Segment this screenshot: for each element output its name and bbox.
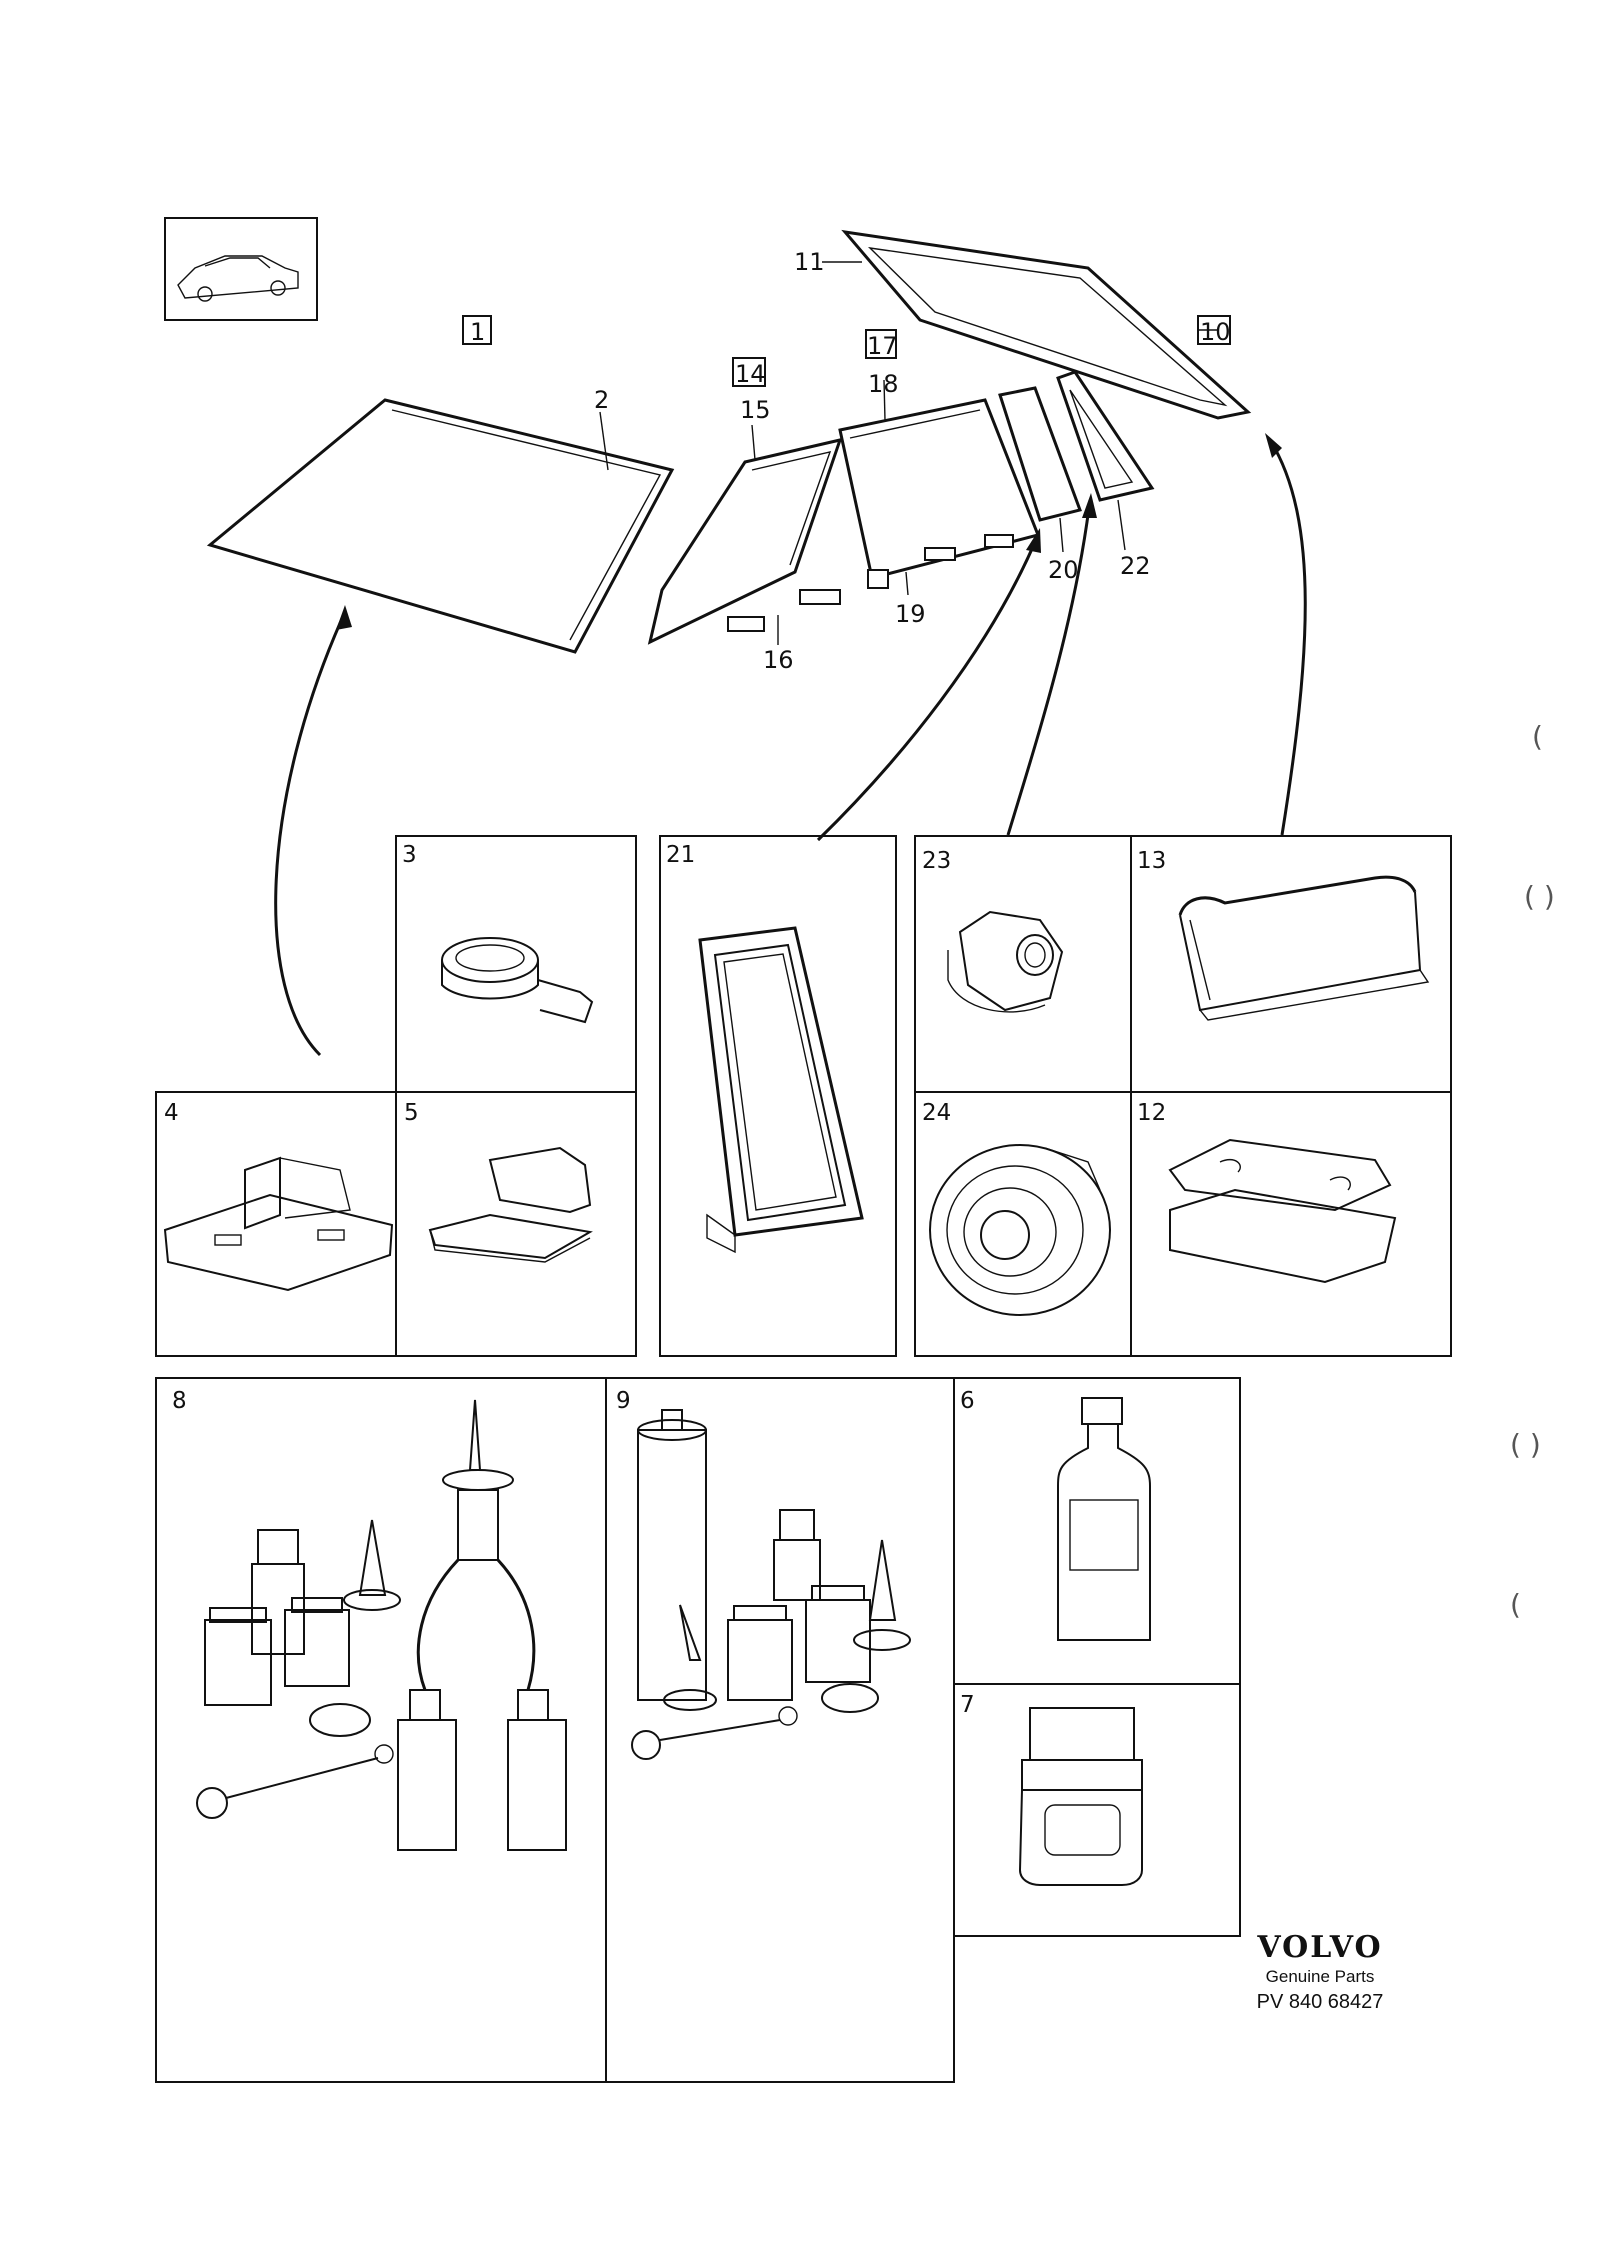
rear-door-glass	[838, 398, 1041, 589]
panel-grid-upper	[155, 835, 1452, 1357]
callout-16: 16	[763, 646, 794, 674]
bracket-drawing	[1168, 1138, 1397, 1284]
clip-bracket-drawing	[163, 1156, 394, 1292]
callout-labels: 2 11 15 16 18 19 20 22	[594, 248, 1151, 674]
panel-label-23: 23	[922, 848, 951, 874]
boxed-callout-10: 10	[1200, 318, 1231, 346]
arrows	[274, 433, 1307, 1057]
moulding-drawing	[1178, 875, 1430, 1021]
margin-mark: ( )	[1510, 1428, 1541, 1461]
panel-grid-lower	[155, 1377, 1241, 2083]
brand-block: VOLVO Genuine Parts PV 840 68427	[1230, 1930, 1410, 2014]
callout-19: 19	[895, 600, 926, 628]
panel-label-13: 13	[1137, 848, 1166, 874]
tape-roll-drawing	[441, 937, 594, 1024]
callout-15: 15	[740, 396, 771, 424]
panel-label-9: 9	[616, 1388, 631, 1414]
panel-label-7: 7	[960, 1692, 975, 1718]
part-number-code: PV 840 68427	[1256, 1991, 1384, 2013]
margin-mark: ( )	[1524, 880, 1555, 913]
clip-drawing	[428, 1146, 593, 1263]
jar-drawing	[1018, 1707, 1143, 1886]
callout-18: 18	[868, 370, 899, 398]
callout-11: 11	[794, 248, 825, 276]
glazing-kit-cartridge-drawing	[631, 1409, 911, 1760]
margin-mark: (	[1532, 720, 1543, 753]
windscreen-glass	[206, 398, 675, 654]
callout-22: 22	[1120, 552, 1151, 580]
panel-label-12: 12	[1137, 1100, 1166, 1126]
nut-drawing	[947, 910, 1064, 1013]
panel-label-21: 21	[666, 842, 695, 868]
quarter-window	[1056, 370, 1155, 502]
quarter-glass-strip	[998, 386, 1082, 522]
front-door-glass	[647, 437, 843, 645]
brand-logo: VOLVO	[1257, 1930, 1383, 1965]
leader-lines	[599, 261, 1218, 645]
panel-label-3: 3	[402, 842, 417, 868]
brand-subtitle: Genuine Parts	[1265, 1967, 1375, 1986]
seal-frame-drawing	[698, 926, 864, 1254]
boxed-callouts: 1 14 17 10	[462, 315, 1231, 388]
margin-mark: (	[1510, 1588, 1521, 1621]
panel-label-4: 4	[164, 1100, 179, 1126]
panel-label-6: 6	[960, 1388, 975, 1414]
boxed-callout-1: 1	[470, 318, 485, 346]
rear-window-glass	[841, 229, 1252, 420]
spiral-tape-drawing	[929, 1144, 1111, 1316]
vehicle-thumbnail	[164, 217, 318, 321]
glazing-kit-drawing	[196, 1399, 567, 1851]
panel-label-24: 24	[922, 1100, 951, 1126]
callout-20: 20	[1048, 556, 1079, 584]
bottle-drawing	[1057, 1397, 1151, 1641]
boxed-callout-14: 14	[735, 360, 766, 388]
panel-label-8: 8	[172, 1388, 187, 1414]
panel-label-5: 5	[404, 1100, 419, 1126]
callout-2: 2	[594, 386, 609, 414]
boxed-callout-17: 17	[867, 332, 898, 360]
